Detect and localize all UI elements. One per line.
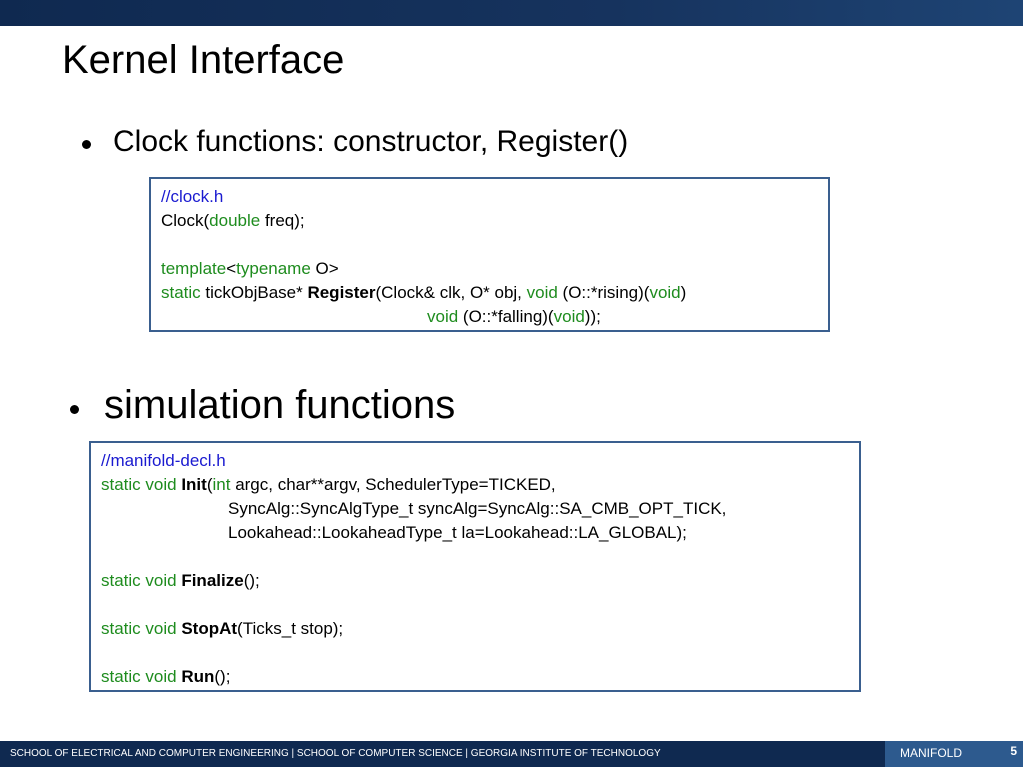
bullet-dot-icon: [82, 140, 91, 149]
simulation-code-box: //manifold-decl.h static void Init(int a…: [89, 441, 861, 692]
footer-project-box: MANIFOLD 5: [885, 741, 1023, 767]
code-line-init-syncalg: SyncAlg::SyncAlgType_t syncAlg=SyncAlg::…: [228, 499, 727, 518]
clock-code-box: //clock.h Clock(double freq); template<t…: [149, 177, 830, 332]
code-line-register-cont: void (O::*falling)(void));: [427, 307, 601, 326]
header-bar: [0, 0, 1023, 26]
slide-title: Kernel Interface: [62, 38, 345, 82]
code-line-constructor: Clock(double freq);: [161, 211, 305, 230]
code-line-register: static tickObjBase* Register(Clock& clk,…: [161, 283, 687, 302]
bullet-dot-icon: [70, 405, 79, 414]
code-line-comment: //manifold-decl.h: [101, 451, 226, 470]
code-line-init: static void Init(int argc, char**argv, S…: [101, 475, 556, 494]
code-line-run: static void Run();: [101, 667, 231, 686]
footer-project-name: MANIFOLD: [900, 746, 963, 760]
code-line-comment: //clock.h: [161, 187, 224, 206]
page-number: 5: [1010, 744, 1017, 758]
bullet-text: simulation functions: [104, 383, 456, 427]
bullet-text: Clock functions: constructor, Register(): [113, 125, 629, 158]
code-line-stopat: static void StopAt(Ticks_t stop);: [101, 619, 344, 638]
footer-bar: SCHOOL OF ELECTRICAL AND COMPUTER ENGINE…: [0, 741, 1023, 767]
code-line-init-lookahead: Lookahead::LookaheadType_t la=Lookahead:…: [228, 523, 687, 542]
code-line-template: template<typename O>: [161, 259, 339, 278]
footer-institution-text: SCHOOL OF ELECTRICAL AND COMPUTER ENGINE…: [10, 748, 661, 759]
code-line-finalize: static void Finalize();: [101, 571, 260, 590]
